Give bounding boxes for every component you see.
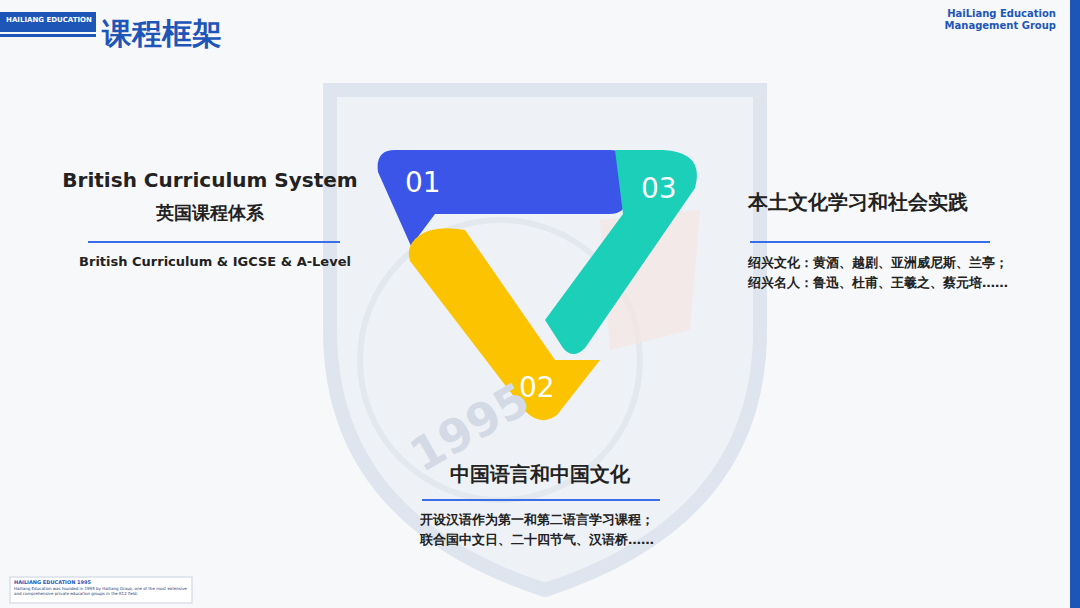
- section-heading: British Curriculum System: [20, 168, 400, 192]
- band-outline: [545, 150, 697, 354]
- band-shape: [545, 148, 705, 363]
- watermark-shield: [330, 90, 760, 590]
- side-bar: [1070, 0, 1080, 608]
- company-name: HaiLiang Education Management Group: [940, 8, 1056, 32]
- section-body: 绍兴名人：鲁迅、杜甫、王羲之、蔡元培……: [748, 275, 1058, 291]
- slide-title: 课程框架: [102, 14, 222, 55]
- callout-number: 03: [641, 172, 677, 205]
- section-body: British Curriculum & IGCSE & A-Level: [20, 254, 410, 270]
- section-heading: 本土文化学习和社会实践: [748, 190, 1058, 214]
- section-body: 联合国中文日、二十四节气、汉语桥……: [420, 532, 720, 548]
- section-body: 开设汉语作为第一和第二语言学习课程；: [420, 512, 720, 528]
- footer-note: Hailiang Education was founded in 1995 b…: [14, 587, 190, 597]
- band-blue: 01: [375, 148, 630, 248]
- divider-line: [88, 241, 340, 243]
- logo-text: HAILIANG EDUCATION: [4, 16, 94, 24]
- band-outline: [378, 150, 627, 246]
- callout-number: 01: [405, 166, 441, 199]
- divider-line: [750, 241, 990, 243]
- logo-underline: [0, 34, 96, 37]
- logo-bar: [0, 12, 96, 32]
- section-body: 绍兴文化：黄酒、越剧、亚洲威尼斯、兰亭；: [748, 255, 1058, 271]
- footer-logo: HAILIANG EDUCATION 1995: [14, 579, 134, 585]
- footer-logo-box: [10, 577, 192, 603]
- divider-line: [422, 499, 660, 501]
- section-heading: 英国课程体系: [20, 202, 400, 224]
- band-teal: 03: [545, 148, 705, 363]
